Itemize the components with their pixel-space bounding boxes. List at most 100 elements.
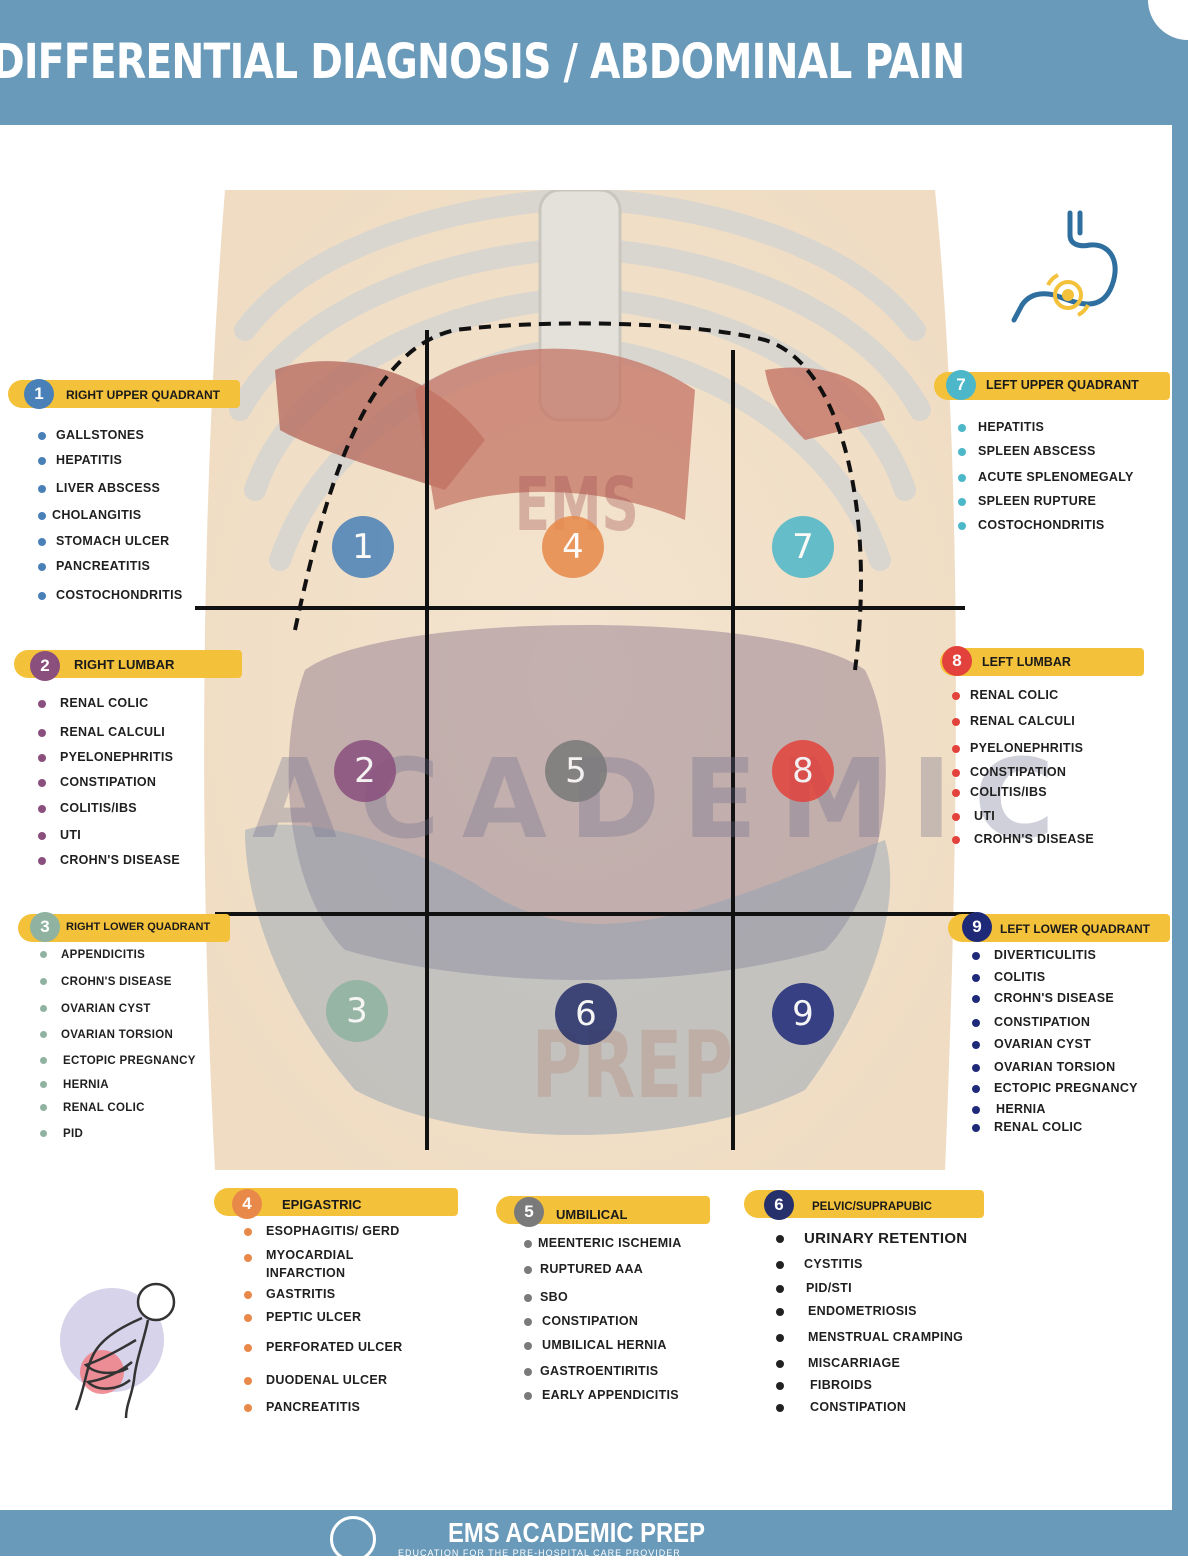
intestines (288, 625, 886, 980)
footer-bar (0, 1510, 1188, 1556)
list-item: PERFORATED ULCER (244, 1340, 403, 1354)
list-item: COLITIS/IBS (38, 801, 137, 815)
region-2-title: RIGHT LUMBAR (74, 657, 175, 672)
list-item: SPLEEN RUPTURE (958, 494, 1096, 508)
region-marker-3: 3 (326, 980, 388, 1042)
list-item: CONSTIPATION (972, 1015, 1090, 1029)
list-item: ECTOPIC PREGNANCY (40, 1055, 196, 1067)
list-item: HERNIA (40, 1079, 109, 1091)
region-6-badge: 6 (764, 1190, 794, 1220)
region-grid (195, 330, 975, 1150)
abdomen-illustration (185, 190, 975, 1170)
list-item: RENAL COLIC (40, 1102, 145, 1114)
list-item: PYELONEPHRITIS (38, 750, 173, 764)
region-3-title: RIGHT LOWER QUADRANT (66, 921, 211, 933)
abdominal-pain-person-icon (60, 1282, 176, 1419)
list-item: MENSTRUAL CRAMPING (776, 1330, 963, 1344)
list-item: SBO (524, 1290, 568, 1304)
region-marker-1: 1 (332, 516, 394, 578)
list-item: PEPTIC ULCER (244, 1310, 361, 1324)
list-item: CROHN'S DISEASE (972, 991, 1114, 1005)
list-item: UTI (952, 809, 995, 823)
list-item: CHOLANGITIS (38, 508, 141, 522)
page-title: DIFFERENTIAL DIAGNOSIS / ABDOMINAL PAIN … (0, 34, 974, 90)
list-item: COSTOCHONDRITIS (958, 518, 1105, 532)
list-item: OVARIAN TORSION (972, 1060, 1115, 1074)
list-item: COLITIS/IBS (952, 785, 1047, 799)
list-item: DUODENAL ULCER (244, 1373, 387, 1387)
list-item: PID (40, 1128, 83, 1140)
list-item: OVARIAN CYST (972, 1037, 1091, 1051)
list-item: CROHN'S DISEASE (40, 976, 172, 988)
region-8-header (940, 648, 1144, 676)
region-1-title: RIGHT UPPER QUADRANT (66, 388, 221, 402)
footer-title: EMS ACADEMIC PREP (448, 1517, 705, 1548)
region-9-title: LEFT LOWER QUADRANT (1000, 922, 1150, 936)
list-item: PANCREATITIS (38, 559, 150, 573)
list-item: PID/STI (776, 1281, 852, 1295)
list-item: OVARIAN CYST (40, 1003, 151, 1015)
region-4-badge: 4 (232, 1189, 262, 1219)
list-item: EARLY APPENDICITIS (524, 1388, 679, 1402)
region-marker-7: 7 (772, 516, 834, 578)
list-item: SPLEEN ABSCESS (958, 444, 1096, 458)
list-item: RUPTURED AAA (524, 1262, 643, 1276)
region-marker-8: 8 (772, 740, 834, 802)
region-marker-2: 2 (334, 740, 396, 802)
region-8-badge: 8 (942, 646, 972, 676)
region-5-title: UMBILICAL (556, 1207, 628, 1222)
list-item: MEENTERIC ISCHEMIA (524, 1236, 682, 1250)
list-item: HERNIA (972, 1102, 1046, 1116)
list-item: LIVER ABSCESS (38, 481, 160, 495)
list-item: CYSTITIS (776, 1257, 863, 1271)
list-item: DIVERTICULITIS (972, 948, 1096, 962)
list-item: ESOPHAGITIS/ GERD (244, 1224, 400, 1238)
pelvis (245, 824, 891, 1135)
list-item: CROHN'S DISEASE (952, 832, 1094, 846)
region-3-badge: 3 (30, 912, 60, 942)
list-item: CONSTIPATION (524, 1314, 638, 1328)
stomach-pain-icon (1011, 210, 1118, 323)
list-item: URINARY RETENTION (776, 1230, 967, 1247)
list-item: RENAL CALCULI (38, 725, 165, 739)
list-item: GASTROENTIRITIS (524, 1364, 658, 1378)
region-marker-4: 4 (542, 516, 604, 578)
list-item: ACUTE SPLENOMEGALY (958, 470, 1134, 484)
list-item: MISCARRIAGE (776, 1356, 900, 1370)
list-item: HEPATITIS (958, 420, 1044, 434)
list-item: PYELONEPHRITIS (952, 741, 1083, 755)
list-item: RENAL COLIC (38, 696, 149, 710)
region-2-badge: 2 (30, 651, 60, 681)
list-item: UMBILICAL HERNIA (524, 1338, 667, 1352)
list-item: CONSTIPATION (776, 1400, 906, 1414)
spleen (765, 367, 885, 440)
list-item: STOMACH ULCER (38, 534, 169, 548)
list-item: UTI (38, 828, 81, 842)
region-5-badge: 5 (514, 1197, 544, 1227)
list-item: APPENDICITIS (40, 949, 145, 961)
list-item: CROHN'S DISEASE (38, 853, 180, 867)
region-9-badge: 9 (962, 912, 992, 942)
list-item: RENAL COLIC (952, 688, 1059, 702)
list-item: RENAL COLIC (972, 1120, 1083, 1134)
list-item: CONSTIPATION (38, 775, 156, 789)
list-item: PANCREATITIS (244, 1400, 360, 1414)
region-6-title: PELVIC/SUPRAPUBIC (812, 1201, 932, 1213)
list-item: GALLSTONES (38, 428, 144, 442)
diaphragm-organ (415, 348, 695, 520)
list-item: COLITIS (972, 970, 1045, 984)
region-8-title: LEFT LUMBAR (982, 655, 1071, 669)
footer-subtitle: EDUCATION FOR THE PRE-HOSPITAL CARE PROV… (398, 1548, 681, 1558)
list-item: RENAL CALCULI (952, 714, 1075, 728)
region-7-title: LEFT UPPER QUADRANT (986, 378, 1139, 392)
list-item: HEPATITIS (38, 453, 122, 467)
region-1-badge: 1 (24, 379, 54, 409)
list-item: GASTRITIS (244, 1287, 335, 1301)
region-marker-6: 6 (555, 983, 617, 1045)
list-item: CONSTIPATION (952, 765, 1066, 779)
list-item: FIBROIDS (776, 1378, 872, 1392)
region-marker-5: 5 (545, 740, 607, 802)
list-item: OVARIAN TORSION (40, 1029, 173, 1041)
region-marker-9: 9 (772, 983, 834, 1045)
region-7-badge: 7 (946, 370, 976, 400)
